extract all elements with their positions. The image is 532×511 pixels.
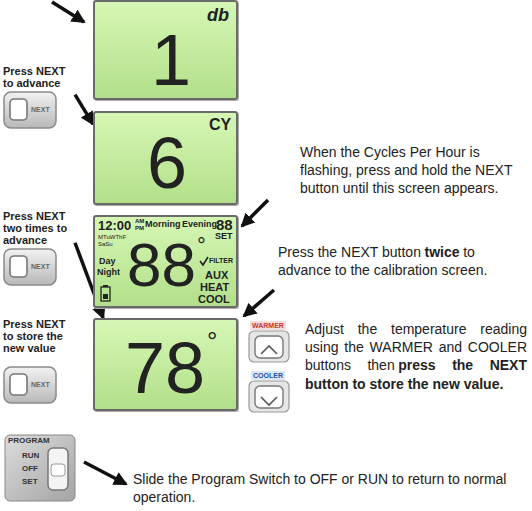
cooler-button: COOLER: [248, 370, 292, 414]
next-button: Press NEXT to advanceNEXT: [3, 65, 75, 131]
lcd-text: Evening: [182, 220, 217, 229]
button-label: COOLER: [251, 371, 285, 380]
lcd-text: °: [207, 328, 217, 354]
lcd-text: 6: [147, 127, 187, 199]
button-label: WARMER: [250, 321, 286, 330]
button-label: PROGRAM: [8, 437, 50, 445]
leader-arrow: [84, 462, 126, 484]
button-label: Press NEXT two times to advance: [3, 210, 75, 246]
leader-arrow: [244, 290, 274, 316]
lcd-text: 88: [216, 217, 233, 232]
instruction-text: When the Cycles Per Hour is flashing, pr…: [300, 143, 528, 198]
instruction-note: twice: [425, 244, 460, 260]
lcd-text: Night: [97, 268, 120, 277]
lcd-text: db: [207, 6, 229, 24]
lcd-text: AM: [135, 218, 144, 224]
step-arrow: [75, 95, 93, 124]
button-label: SET: [22, 478, 38, 486]
lcd-text: COOL: [198, 294, 230, 305]
button-label: NEXT: [31, 381, 50, 388]
program-switch: PROGRAM RUN OFF SET: [4, 434, 78, 504]
button-label: Press NEXT to advance: [3, 65, 75, 89]
lcd-text: Day: [99, 257, 116, 266]
lcd-screen: 6 CY: [93, 111, 238, 205]
lcd-text: AUX: [205, 270, 228, 281]
button-label: Press NEXT to store the new value: [3, 318, 75, 354]
lcd-text: 78: [125, 332, 205, 404]
lcd-text: MTuWThF: [98, 234, 126, 240]
lcd-text: Morning: [145, 220, 181, 229]
next-button: Press NEXT two times to advanceNEXT: [3, 210, 75, 288]
button-label: OFF: [22, 465, 38, 473]
instruction-text: Press the NEXT buttontwiceto advance to …: [278, 243, 528, 279]
lcd-text: SaSu: [98, 241, 113, 247]
instruction-note: Slide the Program Switch to OFF or RUN t…: [133, 471, 506, 505]
lcd-text: 12:00: [98, 219, 131, 232]
instruction-text: Adjust the temperature reading using the…: [305, 320, 527, 393]
button-label: RUN: [22, 452, 39, 460]
lcd-text: 88: [127, 234, 196, 296]
lcd-text: HEAT: [200, 282, 229, 293]
warmer-button: WARMER: [248, 320, 292, 364]
lcd-text: SET: [215, 232, 233, 241]
lcd-text: FILTER: [209, 257, 233, 264]
lcd-text: 1: [151, 24, 191, 96]
leader-arrow: [242, 200, 268, 226]
lcd-screen: 78°: [93, 318, 238, 411]
lcd-text: CY: [209, 117, 231, 133]
instruction-note: Press the NEXT button: [278, 244, 421, 260]
button-label: NEXT: [31, 106, 50, 113]
next-button: Press NEXT to store the new valueNEXT: [3, 318, 75, 406]
lcd-text: PM: [135, 225, 144, 231]
instruction-text: Slide the Program Switch to OFF or RUN t…: [133, 470, 528, 506]
lcd-screen: 1 db: [93, 0, 238, 100]
instruction-note: When the Cycles Per Hour is flashing, pr…: [300, 144, 512, 196]
lcd-text: °: [197, 235, 206, 257]
button-label: NEXT: [31, 263, 50, 270]
leader-arrow: [52, 2, 84, 22]
lcd-screen: 12:00AMPMMorningEvening88SETMTuWThFSaSuD…: [93, 215, 238, 308]
